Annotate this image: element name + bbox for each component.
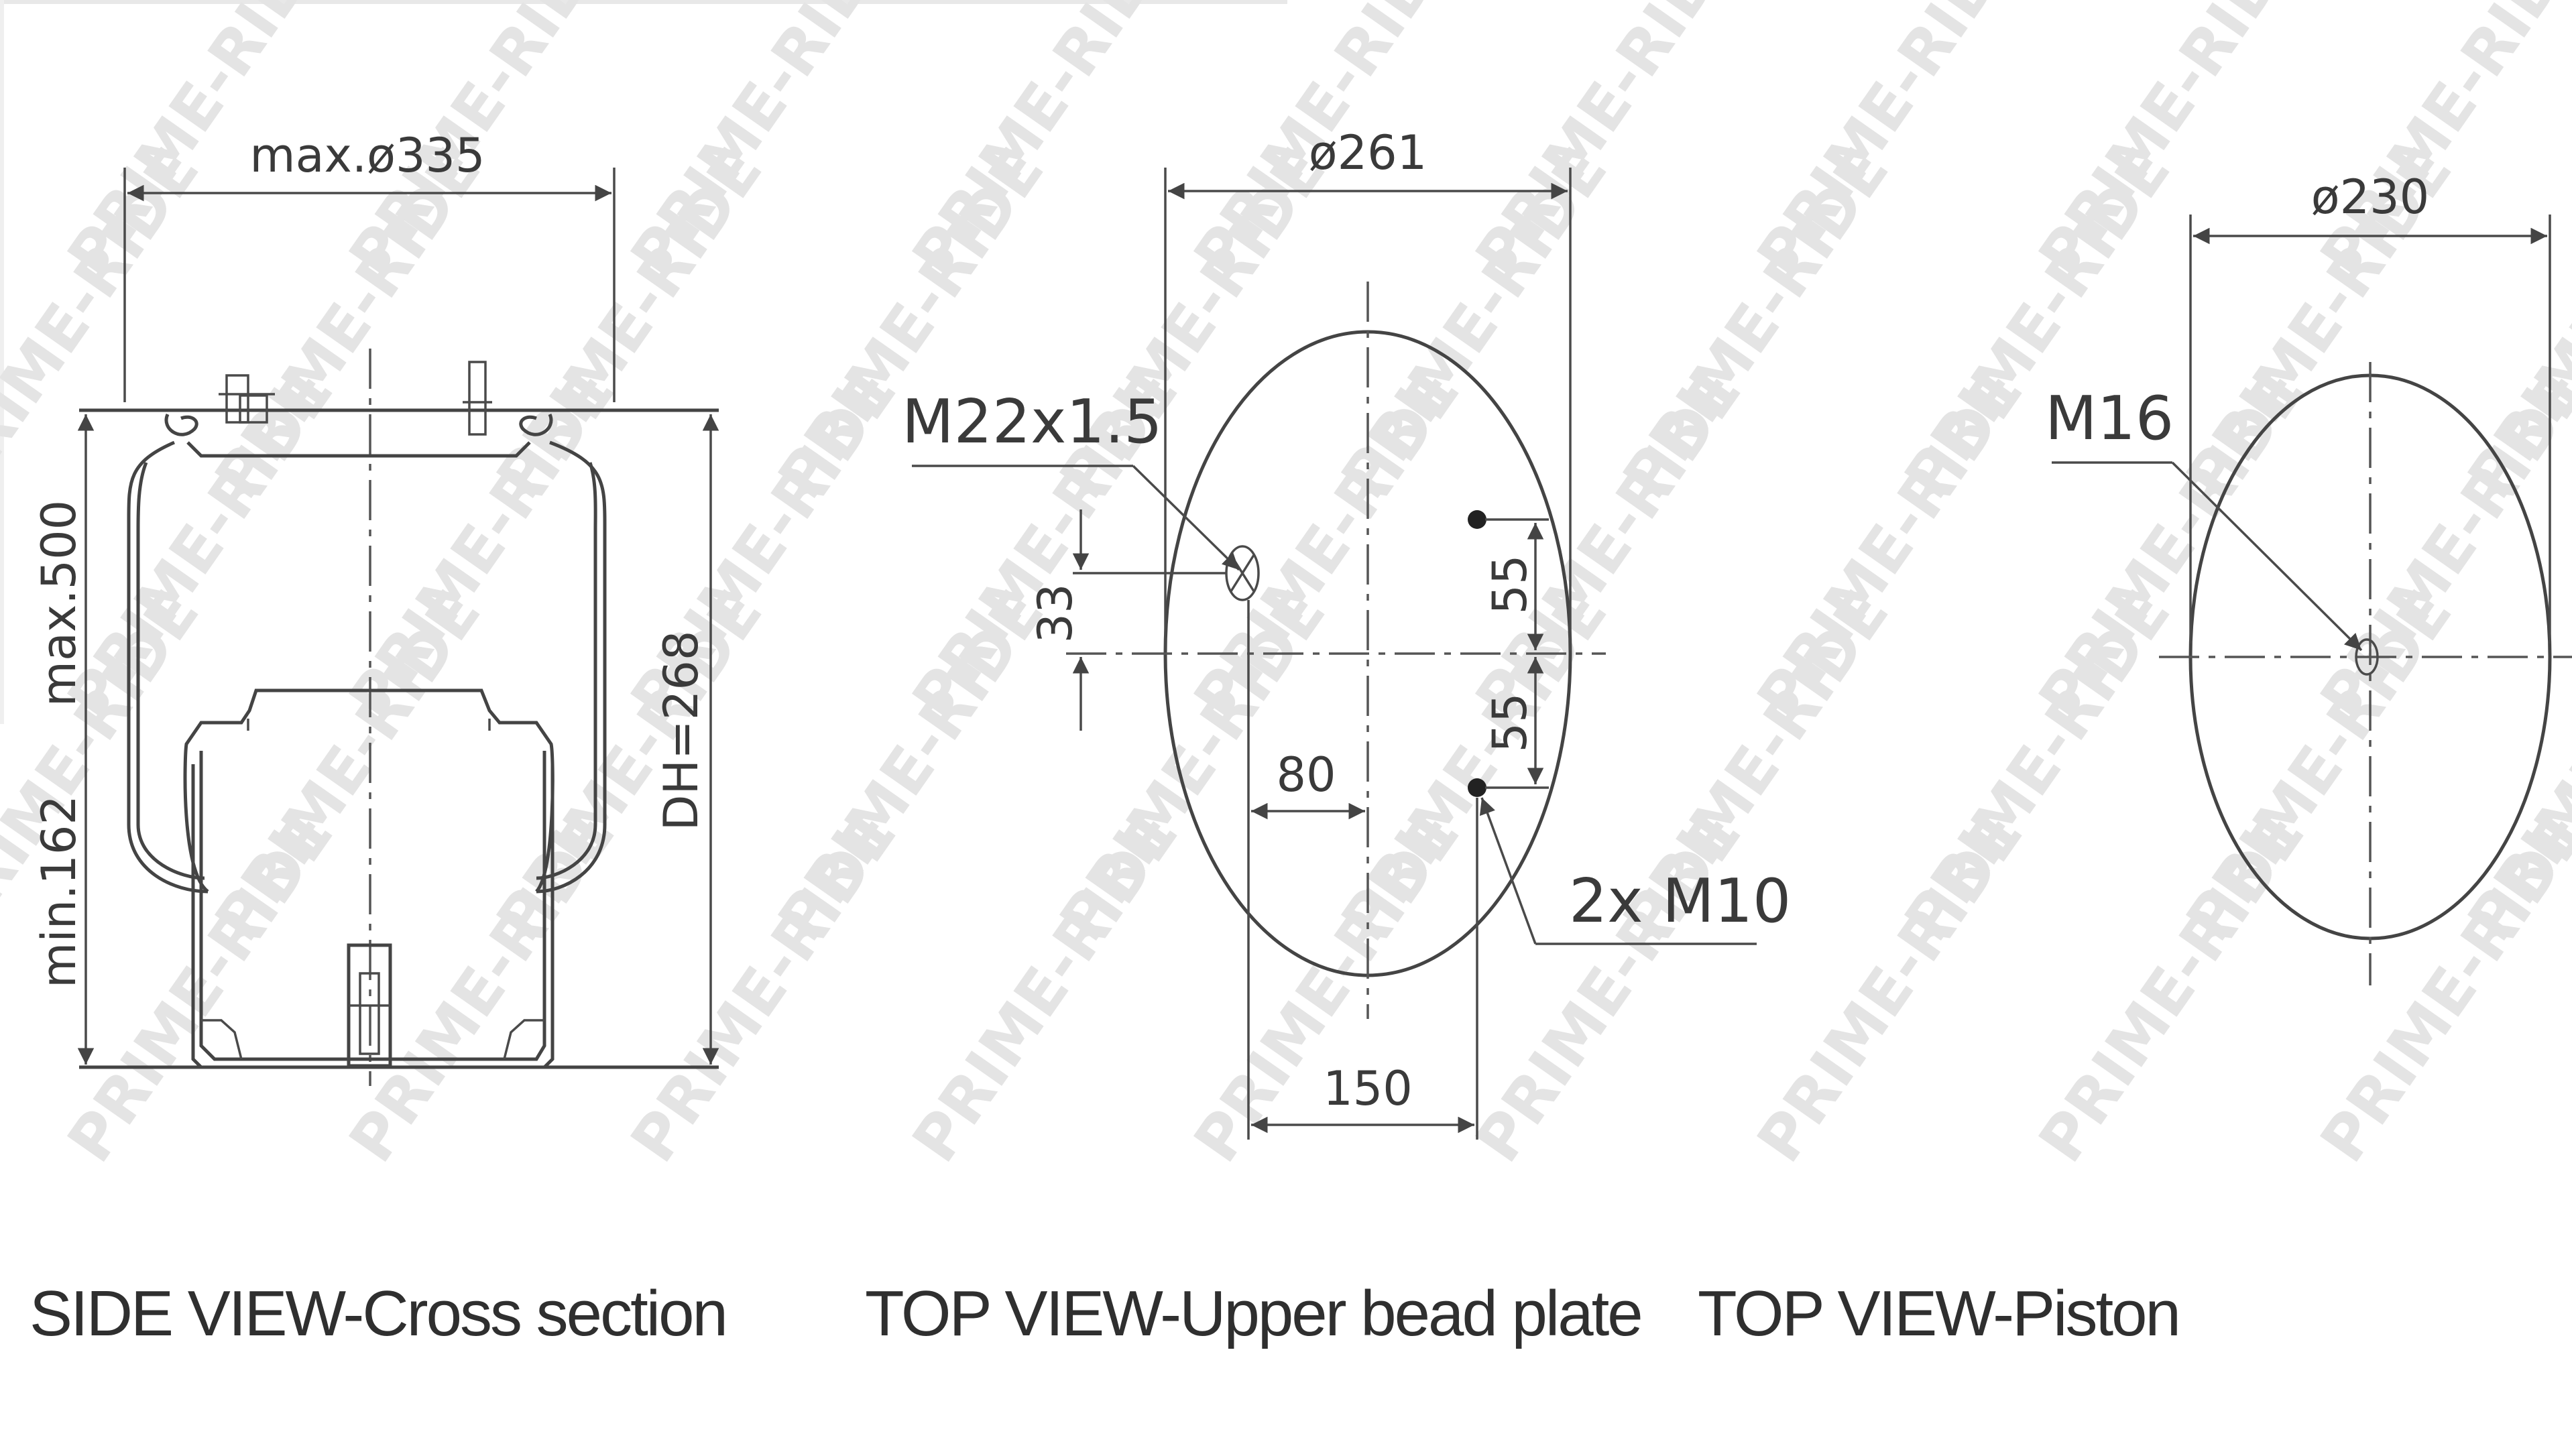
watermark-text: PRIME-RIDE xyxy=(2306,799,2572,1175)
bead-plate-view: ø261 M22x1.5 33 55 55 80 150 2x M10 xyxy=(902,125,1791,1140)
stud-offset-bottom-label: 55 xyxy=(1482,692,1537,752)
left-border-strip xyxy=(0,0,4,724)
min-height-label: min.162 xyxy=(32,795,86,988)
watermark-text: PRIME-RIDE xyxy=(1180,799,1473,1175)
side-view: max.ø335 max.500 min.162 DH=268 xyxy=(32,128,719,1086)
stud-offset-top-label: 55 xyxy=(1482,554,1537,614)
watermark-text: PRIME-RIDE xyxy=(617,799,910,1175)
stud-thread-label: 2x M10 xyxy=(1569,866,1791,936)
bead-plate-diameter-label: ø261 xyxy=(1309,125,1427,180)
watermark-text: PRIME-RIDE xyxy=(1743,799,2036,1175)
fitting-offset-x-label: 80 xyxy=(1276,747,1336,802)
max-diameter-label: max.ø335 xyxy=(249,128,485,183)
piston-diameter-label: ø230 xyxy=(2311,170,2429,225)
watermark-text: PRIME-RIDE xyxy=(898,799,1191,1175)
air-fitting-label: M22x1.5 xyxy=(902,387,1163,457)
top-border-strip xyxy=(0,0,1287,4)
side-view-caption: SIDE VIEW-Cross section xyxy=(30,1278,728,1349)
bead-plate-caption: TOP VIEW-Upper bead plate xyxy=(865,1278,1643,1349)
watermark-text: PRIME-RIDE xyxy=(1462,799,1755,1175)
watermark-text: PRIME-RIDE xyxy=(2025,799,2318,1175)
max-height-label: max.500 xyxy=(32,500,86,707)
design-height-label: DH=268 xyxy=(654,631,709,831)
stud-spacing-label: 150 xyxy=(1323,1061,1413,1116)
piston-thread-label: M16 xyxy=(2045,383,2174,454)
piston-caption: TOP VIEW-Piston xyxy=(1698,1278,2181,1349)
fitting-offset-y-label: 33 xyxy=(1028,583,1083,643)
piston-view: ø230 M16 xyxy=(2045,170,2572,985)
